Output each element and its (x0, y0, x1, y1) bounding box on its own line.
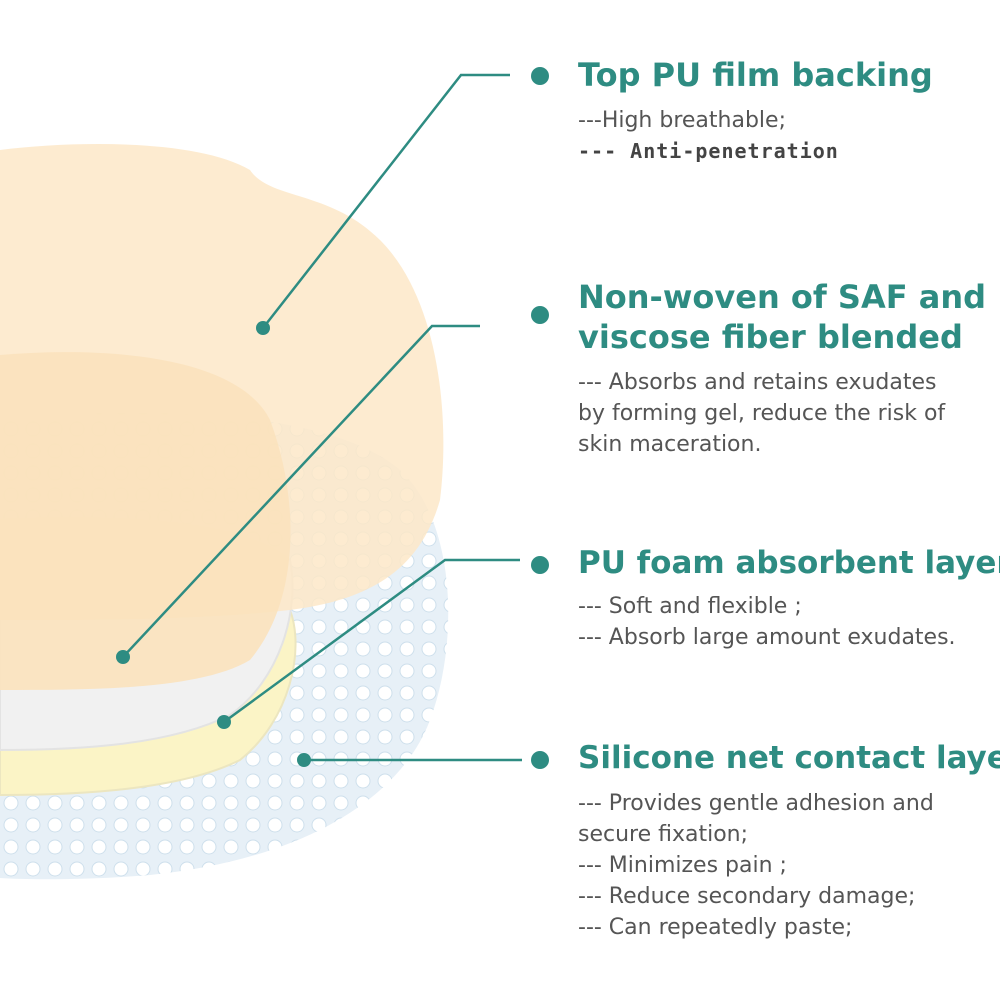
layer-desc-line: --- Absorb large amount exudates. (578, 625, 956, 650)
layer-desc-line: ---High breathable; (578, 108, 786, 133)
film-inner-disc (0, 352, 291, 690)
layer-label-silicone-net: Silicone net contact layer --- Provides … (578, 738, 1000, 943)
layer-title: Top PU film backing (578, 56, 933, 94)
layer-desc-line: --- Anti-penetration (578, 139, 839, 163)
layer-desc-line: --- Provides gentle adhesion and (578, 791, 934, 816)
layer-desc-line: skin maceration. (578, 432, 762, 457)
layer-label-pu-foam: PU foam absorbent layer --- Soft and fle… (578, 543, 1000, 653)
bullet-dot (531, 306, 549, 324)
layer-label-saf-nonwoven: Non-woven of SAF and viscose fiber blend… (578, 277, 986, 460)
layer-desc-line: --- Reduce secondary damage; (578, 884, 916, 909)
leader-dots (116, 321, 311, 767)
layer-title-line: viscose fiber blended (578, 318, 963, 356)
layer-title: PU foam absorbent layer (578, 545, 1000, 581)
bullet-dot (531, 556, 549, 574)
layer-desc-line: secure fixation; (578, 822, 749, 847)
layer-desc-line: --- Can repeatedly paste; (578, 915, 853, 940)
bullet-dot (531, 751, 549, 769)
layer-desc-line: --- Soft and flexible ; (578, 594, 802, 619)
leader-lines (122, 73, 522, 762)
bullet-dot (531, 67, 549, 85)
layer-label-pu-film: Top PU film backing ---High breathable; … (578, 55, 933, 167)
layer-title-line: Non-woven of SAF and (578, 278, 986, 316)
layer-desc-line: --- Minimizes pain ; (578, 853, 787, 878)
layer-desc-line: --- Absorbs and retains exudates (578, 370, 937, 395)
layer-desc-line: by forming gel, reduce the risk of (578, 401, 946, 426)
layer-title: Silicone net contact layer (578, 740, 1000, 776)
